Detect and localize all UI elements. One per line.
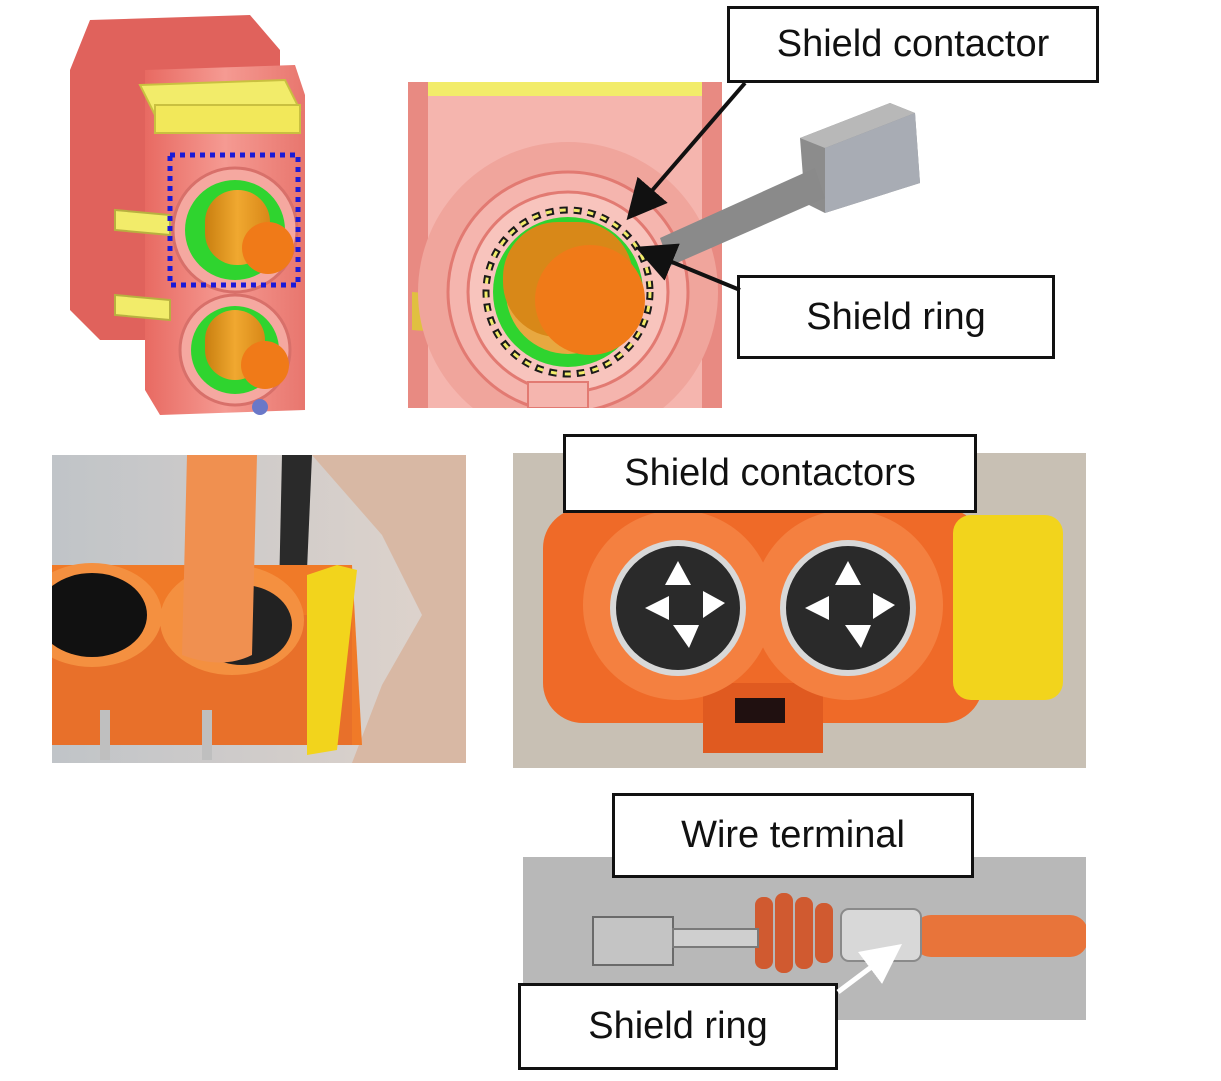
label-shield-ring-top: Shield ring: [737, 275, 1055, 359]
label-shield-contactor: Shield contactor: [727, 6, 1099, 83]
cad-connector-overview: [60, 10, 310, 430]
label-shield-ring-bottom: Shield ring: [518, 983, 838, 1070]
label-wire-terminal: Wire terminal: [612, 793, 974, 878]
probe-tool: [650, 88, 925, 278]
connector-cable-photo: [52, 455, 466, 763]
label-shield-contactors: Shield contactors: [563, 434, 977, 513]
